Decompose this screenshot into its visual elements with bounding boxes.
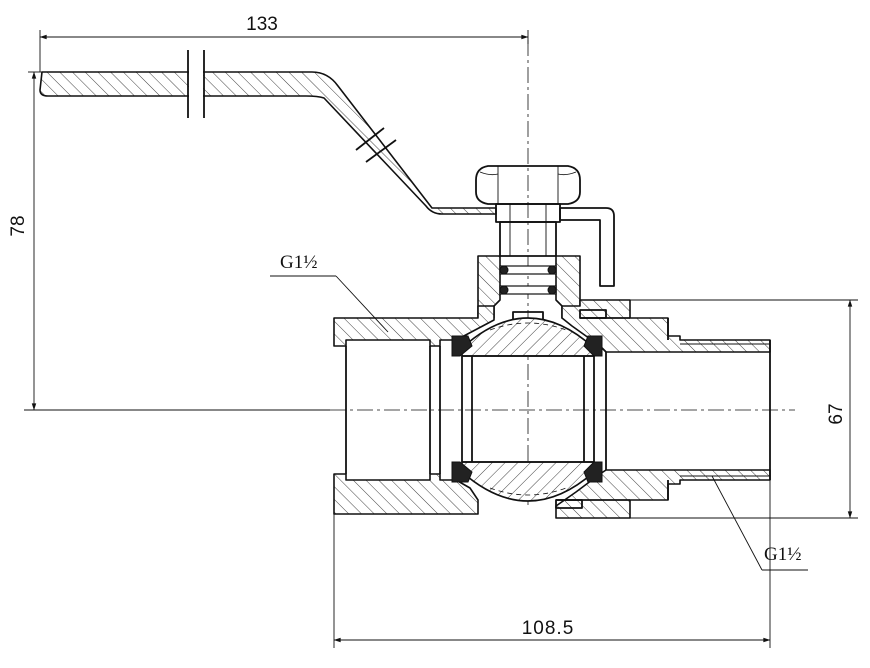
stem-seals — [499, 265, 557, 295]
stop-plate — [559, 207, 615, 287]
dim-body-height: 67 — [630, 299, 858, 519]
ball — [451, 317, 603, 502]
dim-body-length: 108.5 — [333, 480, 771, 648]
dim-height: 78 — [8, 71, 330, 411]
dim-handle-length-label: 133 — [246, 14, 278, 35]
dim-height-label: 78 — [8, 215, 29, 236]
lever-handle — [39, 50, 497, 215]
ball-seats — [451, 335, 603, 483]
dim-body-length-label: 108.5 — [522, 618, 575, 639]
dim-handle-length: 133 — [39, 14, 529, 72]
stem-nut — [475, 165, 581, 205]
center-lines — [330, 40, 795, 505]
dim-body-height-label: 67 — [826, 403, 847, 424]
thread-inlet-label: G1½ — [280, 252, 317, 273]
thread-outlet-label: G1½ — [764, 544, 801, 565]
thread-callout-outlet: G1½ — [711, 475, 808, 571]
thread-callout-inlet: G1½ — [270, 252, 389, 333]
